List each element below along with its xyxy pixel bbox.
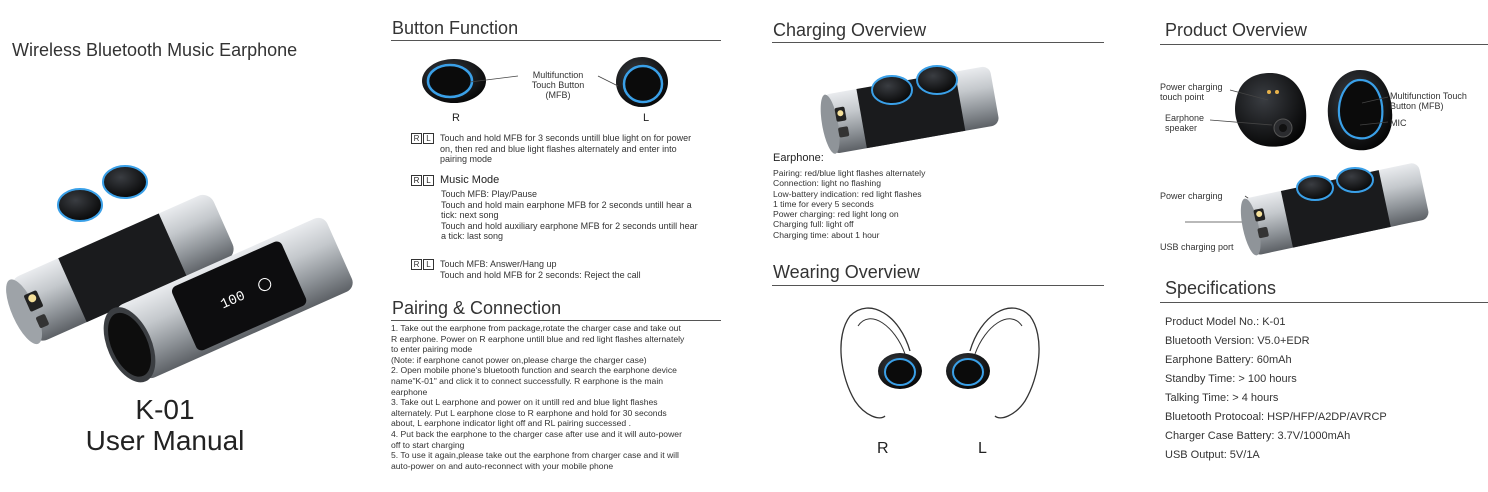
- charging-subheading: Earphone:: [773, 152, 824, 164]
- wearing-l-label: L: [978, 440, 987, 457]
- label-mfb-1: Multifunction Touch: [1390, 91, 1467, 101]
- spec-item: Product Model No.: K-01: [1165, 316, 1286, 328]
- label-speaker-1: Earphone: [1165, 113, 1205, 123]
- spec-item: Bluetooth Version: V5.0+EDR: [1165, 335, 1310, 347]
- model-number: K-01: [135, 394, 195, 425]
- call-instructions: Touch MFB: Answer/Hang up Touch and hold…: [440, 259, 641, 280]
- divider: [391, 320, 721, 321]
- spec-item: Talking Time: > 4 hours: [1165, 392, 1279, 404]
- earbud-l-label: L: [643, 112, 650, 124]
- divider: [772, 42, 1104, 43]
- spec-item: Standby Time: > 100 hours: [1165, 373, 1297, 385]
- divider: [772, 285, 1104, 286]
- label-power-charging: Power charging: [1160, 191, 1223, 201]
- label-usb-port: USB charging port: [1160, 242, 1234, 252]
- label-mfb-2: Button (MFB): [1390, 101, 1444, 111]
- charging-case-overview: [1240, 163, 1429, 256]
- button-function-heading: Button Function: [392, 18, 519, 38]
- charging-indicators: Pairing: red/blue light flashes alternat…: [773, 168, 926, 240]
- earbud-front-illustration: [1327, 70, 1393, 151]
- divider: [1160, 302, 1488, 303]
- label-mic: MIC: [1390, 118, 1407, 128]
- wearing-heading: Wearing Overview: [773, 262, 920, 282]
- power-on-instruction: Touch and hold MFB for 3 seconds untill …: [440, 133, 692, 164]
- music-mode-title: Music Mode: [440, 174, 500, 186]
- wearing-r-label: R: [877, 440, 889, 457]
- spec-item: USB Output: 5V/1A: [1165, 449, 1260, 461]
- divider: [1160, 44, 1488, 45]
- specifications-list: Product Model No.: K-01 Bluetooth Versio…: [1165, 313, 1485, 465]
- spec-item: Charger Case Battery: 3.7V/1000mAh: [1165, 430, 1351, 442]
- charging-heading: Charging Overview: [773, 20, 927, 40]
- mfb-label-line2: Touch Button (MFB): [531, 80, 585, 100]
- music-mode-instructions: Touch MFB: Play/Pause Touch and hold mai…: [441, 189, 698, 241]
- spec-item: Bluetooth Protocoal: HSP/HFP/A2DP/AVRCP: [1165, 411, 1387, 423]
- label-speaker-2: speaker: [1165, 123, 1198, 133]
- spec-item: Earphone Battery: 60mAh: [1165, 354, 1292, 366]
- wearing-illustration: [840, 307, 1040, 419]
- mfb-pointer-lines: [469, 75, 619, 87]
- specifications-heading: Specifications: [1165, 278, 1277, 298]
- label-power-touch-1: Power charging: [1160, 82, 1223, 92]
- cover-title: Wireless Bluetooth Music Earphone: [12, 40, 298, 60]
- earbud-r-icon: [422, 59, 486, 103]
- mfb-label-line1: Multifunction: [532, 70, 584, 80]
- earbud-r-label: R: [452, 112, 460, 124]
- manual-title: User Manual: [85, 425, 245, 456]
- label-power-touch-2: touch point: [1160, 92, 1205, 102]
- product-overview-heading: Product Overview: [1165, 20, 1308, 40]
- charger-case-illustration: 100: [6, 165, 353, 383]
- pairing-heading: Pairing & Connection: [392, 298, 562, 318]
- earbud-back-illustration: [1235, 73, 1307, 147]
- pairing-steps: 1. Take out the earphone from package,ro…: [391, 323, 685, 471]
- divider: [391, 40, 721, 41]
- charging-case-illustration: [820, 65, 999, 154]
- earbud-l-icon: [616, 57, 668, 107]
